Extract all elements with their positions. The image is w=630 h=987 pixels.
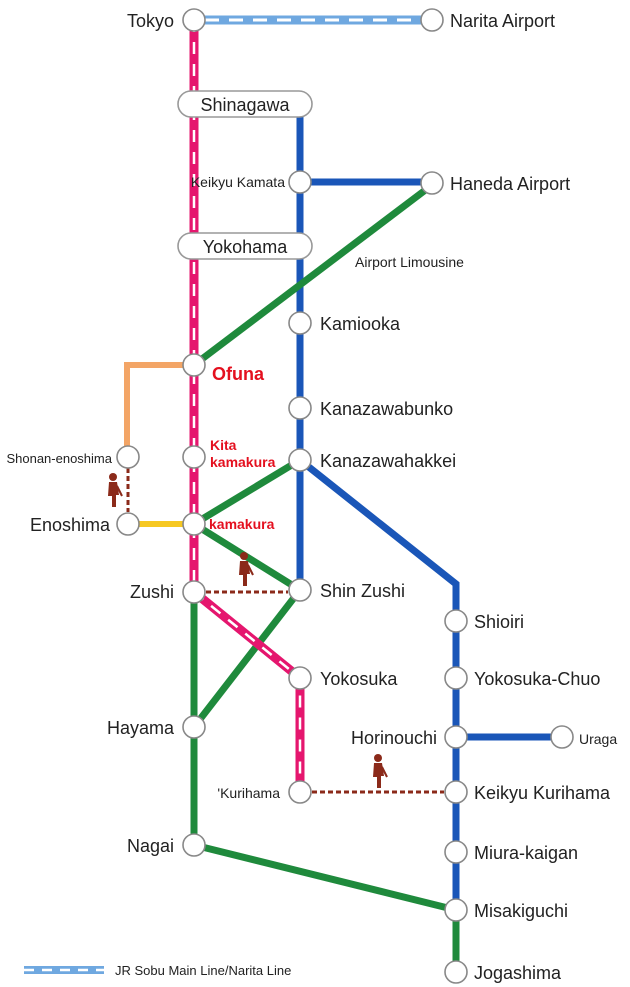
svg-text:Yokohama: Yokohama bbox=[203, 237, 288, 257]
label-enoshima: Enoshima bbox=[30, 515, 111, 535]
label-kamiooka: Kamiooka bbox=[320, 314, 401, 334]
label-hayama: Hayama bbox=[107, 718, 175, 738]
label-yokosuka-chuo: Yokosuka-Chuo bbox=[474, 669, 600, 689]
label-miura-kaigan: Miura-kaigan bbox=[474, 843, 578, 863]
label-misakiguchi: Misakiguchi bbox=[474, 901, 568, 921]
label-kanazawahakkei: Kanazawahakkei bbox=[320, 451, 456, 471]
label-keikyu-kurihama: Keikyu Kurihama bbox=[474, 783, 611, 803]
label-kurihama: 'Kurihama bbox=[217, 785, 280, 801]
label-shin-zushi: Shin Zushi bbox=[320, 581, 405, 601]
legend-jr-sobu-label: JR Sobu Main Line/Narita Line bbox=[115, 963, 291, 978]
label-yokosuka: Yokosuka bbox=[320, 669, 398, 689]
label-shioiri: Shioiri bbox=[474, 612, 524, 632]
label-jogashima: Jogashima bbox=[474, 963, 562, 983]
walking-person-icon bbox=[239, 552, 254, 586]
station-circles[interactable] bbox=[116, 8, 574, 984]
label-ofuna: Ofuna bbox=[212, 364, 265, 384]
label-kita-kamakura-1: Kita bbox=[210, 437, 237, 453]
monorail-line bbox=[124, 362, 194, 457]
label-kamakura: kamakura bbox=[209, 516, 275, 532]
label-kita-kamakura-2: kamakura bbox=[210, 454, 276, 470]
label-shonan-enoshima: Shonan-enoshima bbox=[6, 451, 112, 466]
label-kanazawabunko: Kanazawabunko bbox=[320, 399, 453, 419]
jr-yokosuka-line bbox=[189, 20, 305, 790]
walking-person-icon bbox=[373, 754, 388, 788]
label-horinouchi: Horinouchi bbox=[351, 728, 437, 748]
label-haneda-airport: Haneda Airport bbox=[450, 174, 570, 194]
svg-text:Shinagawa: Shinagawa bbox=[200, 95, 290, 115]
label-nagai: Nagai bbox=[127, 836, 174, 856]
label-zushi: Zushi bbox=[130, 582, 174, 602]
label-uraga: Uraga bbox=[579, 731, 617, 747]
label-airport-limousine: Airport Limousine bbox=[355, 254, 464, 270]
station-shinagawa[interactable]: Shinagawa bbox=[177, 90, 313, 118]
legend: JR Sobu Main Line/Narita Line bbox=[24, 963, 291, 978]
label-tokyo: Tokyo bbox=[127, 11, 174, 31]
bus-lines bbox=[190, 182, 460, 970]
walking-person-icon bbox=[108, 473, 123, 507]
label-narita-airport: Narita Airport bbox=[450, 11, 555, 31]
walking-transfers bbox=[126, 468, 444, 794]
station-yokohama[interactable]: Yokohama bbox=[177, 232, 313, 260]
label-keikyu-kamata: Keikyu Kamata bbox=[191, 174, 285, 190]
